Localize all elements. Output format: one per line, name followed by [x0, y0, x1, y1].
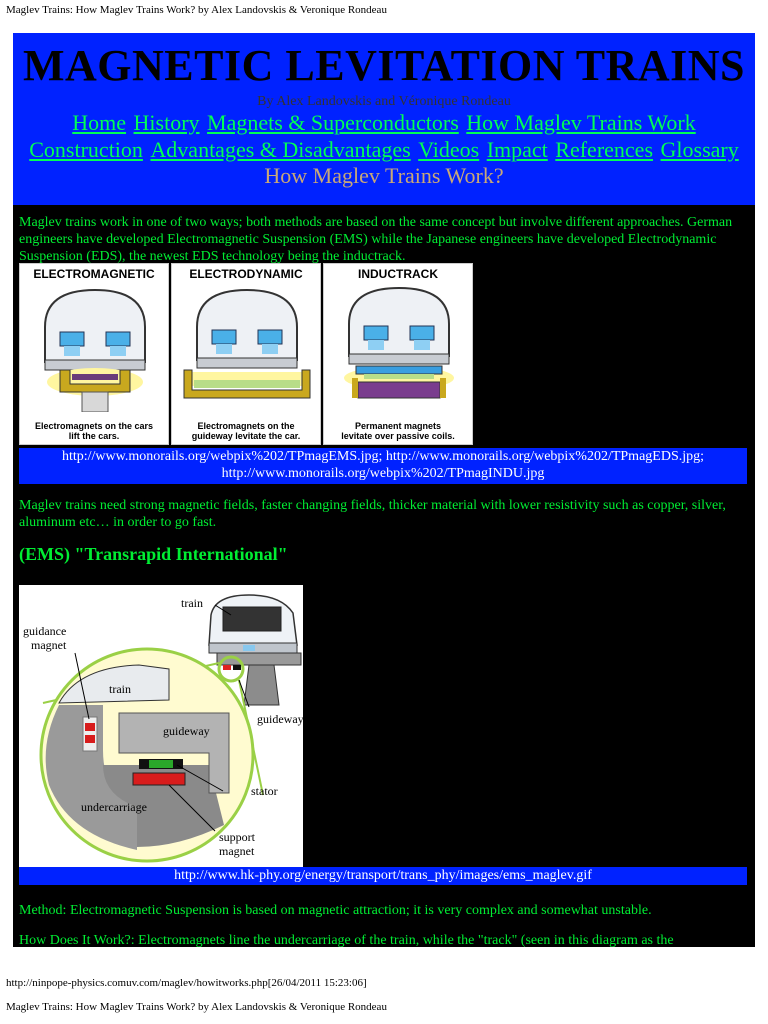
label-support-magnet-line2: magnet: [219, 844, 255, 858]
nav-link-construction[interactable]: Construction: [29, 137, 143, 162]
nav-menu: Home History Magnets & Superconductors H…: [13, 109, 755, 163]
label-guideway-outer: guideway: [257, 712, 303, 726]
label-support-magnet-line1: support: [219, 830, 256, 844]
nav-link-glossary[interactable]: Glossary: [660, 137, 739, 162]
ems-heading: (EMS) "Transrapid International": [19, 544, 288, 564]
print-header: Maglev Trains: How Maglev Trains Work? b…: [6, 4, 387, 16]
nav-link-history[interactable]: History: [133, 110, 200, 135]
label-train-inner: train: [109, 682, 131, 696]
nav-link-magnets[interactable]: Magnets & Superconductors: [207, 110, 459, 135]
how-it-works-paragraph: How Does It Work?: Electromagnets line t…: [19, 933, 674, 947]
print-footer-url: http://ninpope-physics.comuv.com/maglev/…: [6, 977, 367, 989]
image-source-caption: http://www.monorails.org/webpix%202/TPma…: [19, 448, 747, 484]
site-title: MAGNETIC LEVITATION TRAINS: [22, 41, 746, 90]
content-area: Maglev trains work in one of two ways; b…: [13, 205, 755, 947]
panel-electromagnetic: ELECTROMAGNETIC Electromagnets on the ca…: [19, 263, 169, 445]
nav-link-how-it-works[interactable]: How Maglev Trains Work: [466, 110, 696, 135]
panel-title: ELECTROMAGNETIC: [33, 267, 155, 281]
site-header: MAGNETIC LEVITATION TRAINS By Alex Lando…: [13, 33, 755, 205]
inductrack-train-illustration: [344, 286, 454, 399]
label-guidance-magnet-line2: magnet: [31, 638, 67, 652]
ems-diagram: train guidance magnet train guideway gui…: [19, 585, 304, 867]
ems-train-illustration: [44, 288, 146, 412]
ems-image-source-caption: http://www.hk-phy.org/energy/transport/t…: [19, 867, 747, 885]
method-paragraph: Method: Electromagnetic Suspension is ba…: [19, 903, 652, 918]
label-guideway-inner: guideway: [163, 724, 210, 738]
nav-link-advantages[interactable]: Advantages & Disadvantages: [150, 137, 411, 162]
page-subtitle: How Maglev Trains Work?: [264, 163, 504, 188]
nav-link-impact[interactable]: Impact: [486, 137, 548, 162]
byline: By Alex Landovskis and Véronique Rondeau: [257, 94, 511, 109]
ems-maglev-illustration: train guidance magnet train guideway gui…: [23, 594, 304, 863]
fields-paragraph: Maglev trains need strong magnetic field…: [19, 498, 726, 530]
intro-paragraph: Maglev trains work in one of two ways; b…: [19, 215, 733, 264]
nav-link-references[interactable]: References: [555, 137, 654, 162]
nav-link-videos[interactable]: Videos: [418, 137, 480, 162]
label-guidance-magnet-line1: guidance: [23, 624, 66, 638]
panel-title: INDUCTRACK: [358, 267, 438, 281]
nav-link-home[interactable]: Home: [72, 110, 127, 135]
eds-train-illustration: [183, 288, 311, 399]
label-undercarriage: undercarriage: [81, 800, 147, 814]
panel-title: ELECTRODYNAMIC: [189, 267, 303, 281]
print-footer-title: Maglev Trains: How Maglev Trains Work? b…: [6, 1001, 387, 1013]
label-train-top: train: [181, 596, 203, 610]
label-stator: stator: [251, 784, 278, 798]
